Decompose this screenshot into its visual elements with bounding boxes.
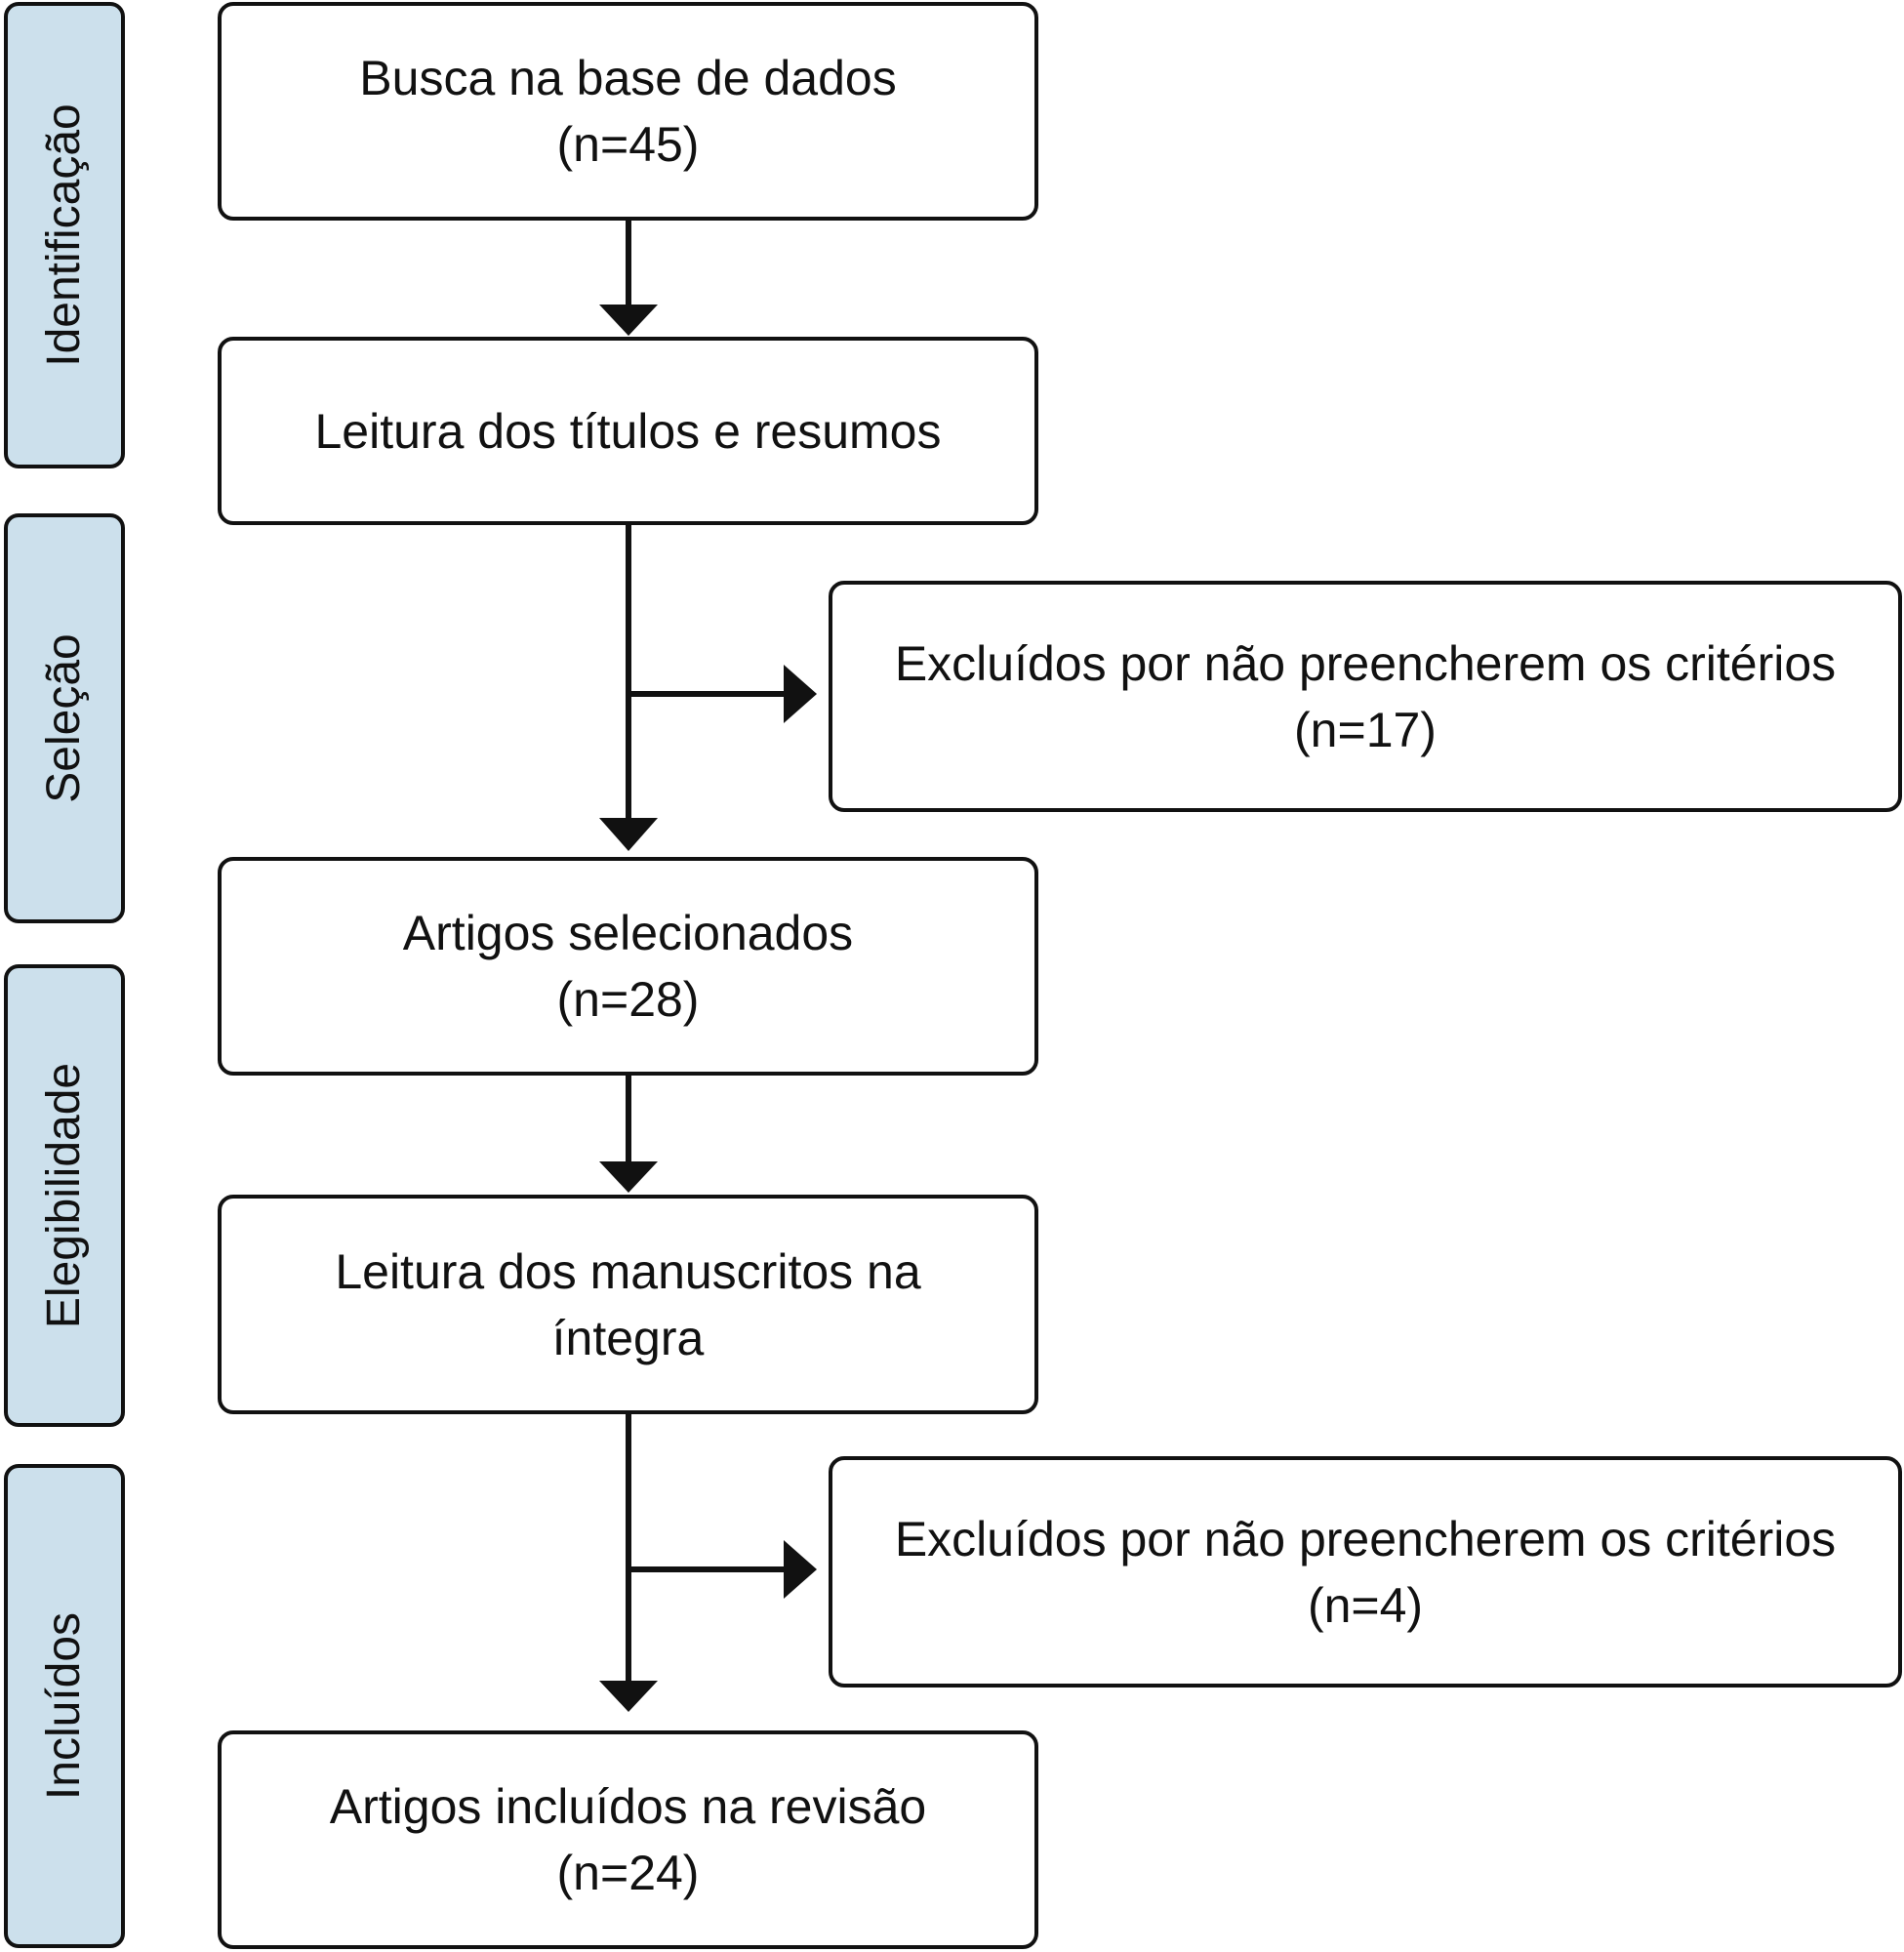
- arrowhead-down: [599, 305, 658, 336]
- box-text: Artigos incluídos na revisão: [329, 1779, 927, 1834]
- arrowhead-down: [599, 1681, 658, 1712]
- box-artigos-incluidos: Artigos incluídos na revisão (n=24): [218, 1730, 1038, 1949]
- phase-label-elegibilidade: Elegibilidade: [38, 1062, 90, 1329]
- arrowhead-down: [599, 818, 658, 851]
- box-leitura-manuscritos: Leitura dos manuscritos na íntegra: [218, 1195, 1038, 1414]
- box-text: Busca na base de dados: [359, 51, 897, 105]
- phase-elegibilidade: Elegibilidade: [4, 964, 125, 1427]
- box-artigos-selecionados: Artigos selecionados (n=28): [218, 857, 1038, 1076]
- arrowhead-right: [784, 665, 817, 723]
- arrowhead-right: [784, 1540, 817, 1599]
- box-count: (n=45): [556, 117, 700, 172]
- phase-incluidos: Incluídos: [4, 1464, 125, 1948]
- box-leitura-titulos-resumos: Leitura dos títulos e resumos: [218, 337, 1038, 525]
- box-text: Leitura dos manuscritos na: [335, 1243, 921, 1299]
- box-excluidos-elegibilidade: Excluídos por não preencherem os critéri…: [829, 1456, 1902, 1688]
- phase-label-incluidos: Incluídos: [38, 1611, 90, 1801]
- phase-label-identificacao: Identificação: [38, 103, 90, 367]
- box-count: (n=4): [1307, 1577, 1424, 1633]
- phase-selecao: Seleção: [4, 513, 125, 923]
- arrowhead-down: [599, 1161, 658, 1193]
- box-text: Leitura dos títulos e resumos: [314, 403, 942, 459]
- box-text: Excluídos por não preencherem os critéri…: [894, 635, 1837, 691]
- box-count: (n=24): [556, 1846, 700, 1900]
- box-text: Excluídos por não preencherem os critéri…: [894, 1511, 1837, 1566]
- box-count: (n=17): [1294, 702, 1437, 757]
- box-count: (n=28): [556, 972, 700, 1027]
- box-text: Artigos selecionados: [402, 906, 854, 960]
- phase-label-selecao: Seleção: [38, 633, 90, 803]
- box-excluidos-selecao: Excluídos por não preencherem os critéri…: [829, 581, 1902, 812]
- box-text-continued: íntegra: [551, 1310, 705, 1365]
- phase-identificacao: Identificação: [4, 2, 125, 468]
- box-busca-base-dados: Busca na base de dados (n=45): [218, 2, 1038, 221]
